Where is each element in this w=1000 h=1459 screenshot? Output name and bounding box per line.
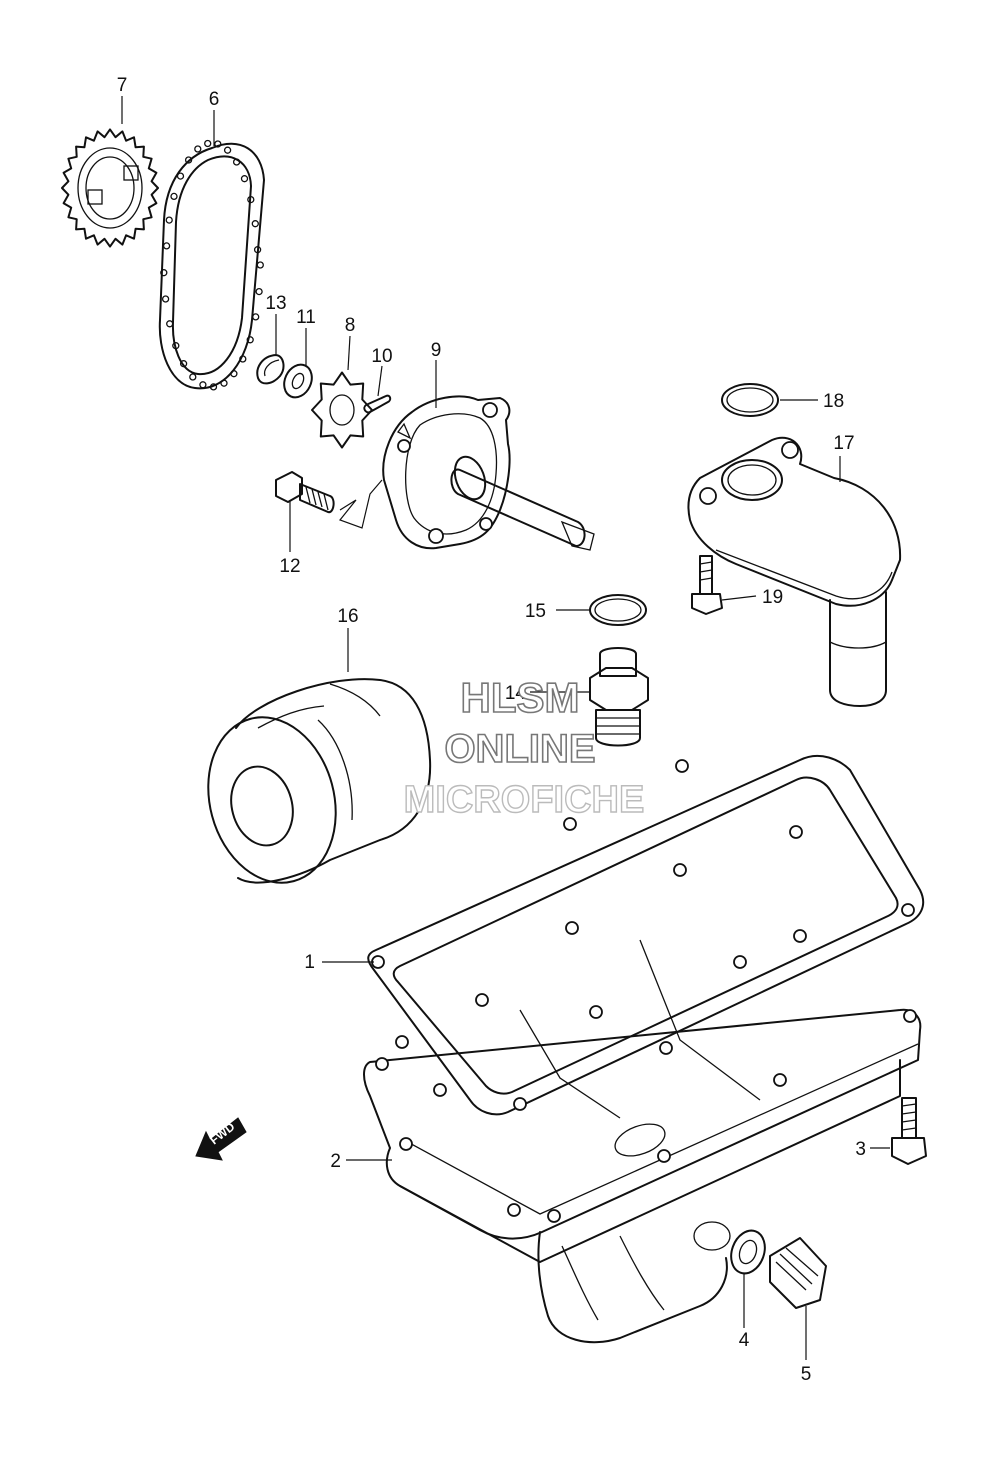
leader-lines	[121, 96, 890, 1360]
bolt-hole	[733, 955, 747, 969]
part-12-bolt	[275, 471, 383, 529]
callout-16: 16	[337, 606, 358, 627]
callout-13: 13	[265, 293, 286, 314]
part-14-pressure-switch	[589, 647, 649, 747]
bolt-hole	[395, 1035, 409, 1049]
callout-18: 18	[823, 391, 844, 412]
part-4-washer	[730, 1229, 766, 1275]
callout-3: 3	[855, 1139, 866, 1160]
bolt-hole	[673, 863, 687, 877]
arrow-left-down-icon	[195, 1117, 247, 1161]
callout-19: 19	[762, 587, 783, 608]
bolt-hole	[547, 1209, 561, 1223]
callout-10: 10	[371, 346, 392, 367]
bolt-hole	[789, 825, 803, 839]
bolt-hole	[399, 1137, 413, 1151]
bolt-hole	[375, 1057, 389, 1071]
part-10-pin	[363, 394, 392, 414]
callout-8: 8	[345, 315, 356, 336]
callout-15: 15	[525, 601, 546, 622]
bolt-hole	[793, 929, 807, 943]
callout-6: 6	[209, 89, 220, 110]
bolt-hole	[565, 921, 579, 935]
part-6-chain	[158, 139, 265, 391]
bolt-hole	[563, 817, 577, 831]
bolt-hole	[513, 1097, 527, 1111]
part-1-gasket	[367, 754, 925, 1116]
bolt-hole	[475, 993, 489, 1007]
bolt-hole	[901, 903, 915, 917]
watermark: HLSM ONLINE MICROFICHE	[403, 673, 645, 822]
part-9-oil-pump	[382, 395, 595, 551]
watermark-line-1: HLSM	[461, 674, 580, 721]
part-15-o-ring	[589, 594, 647, 626]
callout-17: 17	[833, 433, 854, 454]
part-7-sprocket	[61, 128, 159, 248]
bolt-hole	[433, 1083, 447, 1097]
part-11-washer	[283, 363, 313, 399]
callout-14: 14	[505, 683, 527, 704]
part-19-bolt	[691, 555, 723, 615]
watermark-line-3: MICROFICHE	[404, 779, 645, 821]
part-5-drain-plug	[769, 1237, 827, 1309]
part-13-circlip	[256, 354, 285, 385]
part-16-oil-filter	[207, 678, 432, 884]
part-17-oil-pipe	[687, 436, 902, 707]
callout-12: 12	[279, 556, 300, 577]
part-2-oil-pan	[363, 939, 922, 1344]
part-8-pump-gear	[311, 371, 373, 449]
bolt-hole	[773, 1073, 787, 1087]
callout-5: 5	[801, 1364, 812, 1385]
callout-2: 2	[330, 1151, 341, 1172]
callout-4: 4	[739, 1330, 750, 1351]
callout-1: 1	[304, 952, 315, 973]
bolt-hole	[657, 1149, 671, 1163]
part-18-o-ring	[721, 383, 779, 417]
callout-labels: 1 2 3 4 5 6 7 8 9 10 11 12 13 14 15 16 1…	[117, 75, 866, 1385]
fwd-direction-marker: FWD	[195, 1117, 247, 1161]
bolt-hole	[659, 1041, 673, 1055]
watermark-line-2: ONLINE	[444, 727, 595, 771]
callout-11: 11	[296, 307, 316, 328]
bolt-hole	[507, 1203, 521, 1217]
bolt-hole	[675, 759, 689, 773]
bolt-hole	[903, 1009, 917, 1023]
bolt-hole	[589, 1005, 603, 1019]
callout-7: 7	[117, 75, 128, 96]
part-3-bolt	[891, 1097, 927, 1165]
callout-9: 9	[431, 340, 442, 361]
